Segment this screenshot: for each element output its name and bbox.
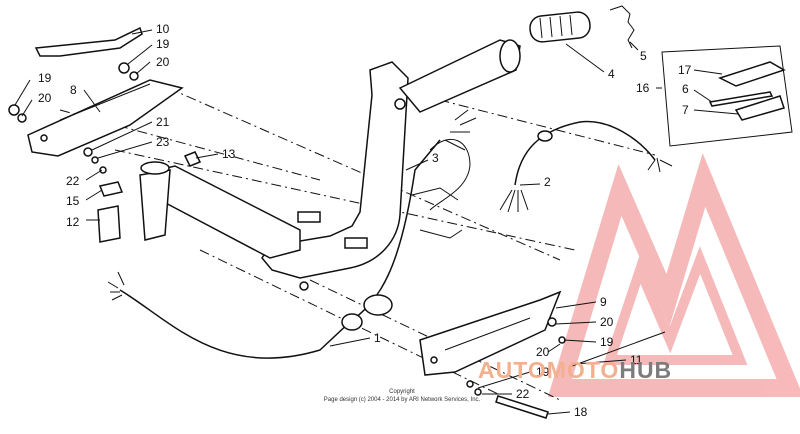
callout-22: 22: [516, 387, 530, 401]
callout-3: 3: [432, 151, 439, 165]
leader-lines: [14, 29, 739, 415]
cable-2: [499, 120, 673, 213]
callout-22: 22: [66, 174, 80, 188]
callout-9: 9: [600, 295, 607, 309]
wire-harness-3: [411, 109, 477, 239]
callout-11: 11: [630, 353, 643, 367]
copyright-line-1: Copyright: [389, 389, 415, 395]
cable-1: [107, 139, 441, 359]
watermark-logo: [547, 153, 800, 397]
callout-20: 20: [600, 315, 614, 329]
callout-5: 5: [640, 49, 647, 63]
callout-20: 20: [38, 91, 52, 105]
watermark-text: AUTOMOTOHUB: [478, 357, 672, 384]
callout-20: 20: [156, 55, 170, 69]
callout-16: 16: [636, 81, 650, 95]
watermark-text-part1: AUTOMOTO: [478, 357, 620, 383]
spring-5: [609, 5, 635, 49]
callout-19: 19: [156, 37, 170, 51]
callout-12: 12: [66, 215, 80, 229]
grip-4: [529, 11, 591, 43]
small-parts: [8, 62, 666, 419]
callout-8: 8: [70, 83, 77, 97]
callout-20: 20: [536, 345, 550, 359]
callout-6: 6: [682, 82, 689, 96]
copyright-line-2: Page design (c) 2004 - 2014 by ARI Netwo…: [323, 397, 481, 403]
callout-13: 13: [222, 147, 236, 161]
callout-1: 1: [374, 331, 381, 345]
kit-16-box: [661, 45, 793, 147]
callout-15: 15: [66, 194, 80, 208]
callout-10: 10: [156, 22, 170, 36]
callout-19: 19: [38, 71, 52, 85]
callout-21: 21: [156, 115, 170, 129]
watermark-text-part2: HUB: [619, 357, 673, 383]
callout-4: 4: [608, 67, 615, 81]
panel-8: [27, 79, 184, 157]
callout-labels: 10 19 20 19 20 8 21 23 22 15 12 13 3 2 4…: [38, 22, 692, 419]
callout-23: 23: [156, 135, 170, 149]
callout-17: 17: [678, 63, 692, 77]
callout-19: 19: [536, 365, 550, 379]
bracket-10: [34, 26, 143, 57]
callout-2: 2: [544, 175, 551, 189]
panel-9: [419, 290, 562, 376]
callout-19: 19: [600, 335, 614, 349]
callout-18: 18: [574, 405, 588, 419]
frame-assembly: [139, 39, 521, 291]
copyright-notice: Copyright Page design (c) 2004 - 2014 by…: [282, 388, 522, 404]
callout-7: 7: [682, 103, 689, 117]
